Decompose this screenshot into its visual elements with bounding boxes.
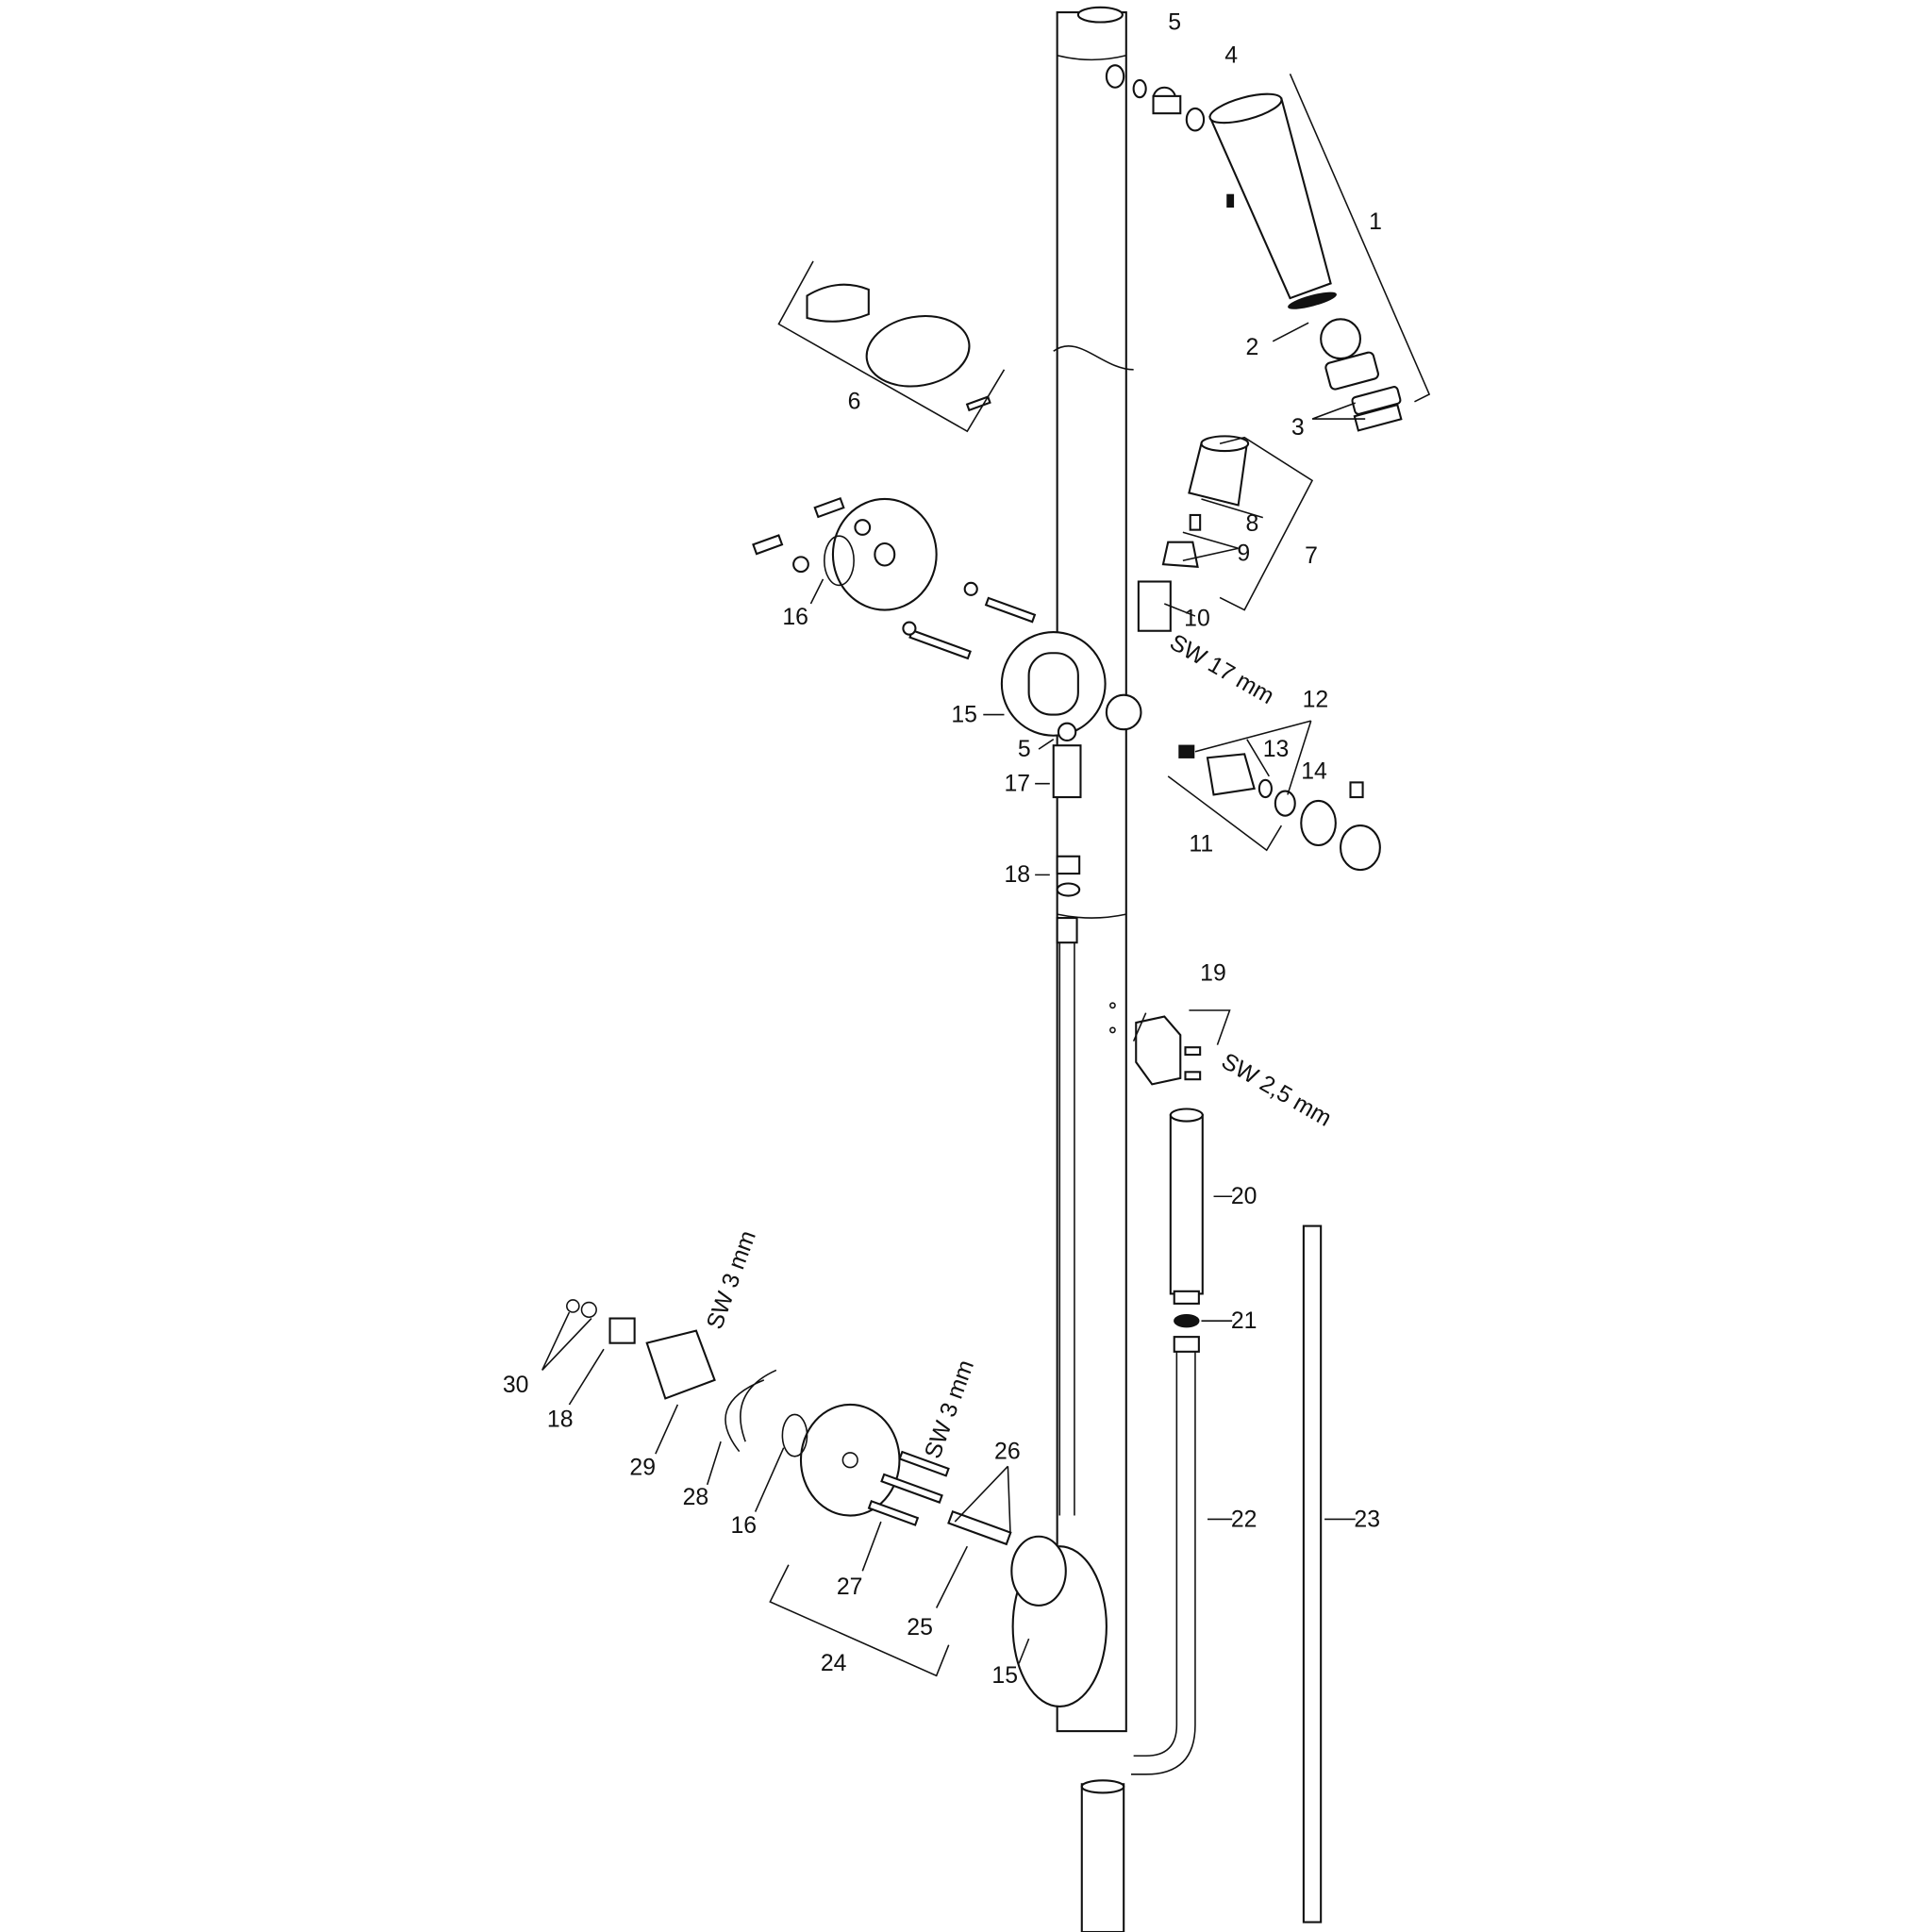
callout-8: 8 xyxy=(1245,511,1258,537)
diverter-assembly xyxy=(1167,744,1381,872)
callout-12: 12 xyxy=(1303,688,1329,713)
callout-5: 5 xyxy=(1168,9,1181,35)
callout-2: 2 xyxy=(1245,335,1258,360)
wall-holder-upper xyxy=(1000,630,1142,897)
callout-28: 28 xyxy=(683,1485,709,1510)
connector-parts-4-5 xyxy=(1132,78,1206,132)
extension-rod xyxy=(1302,1224,1323,1924)
callout-labels: 5 4 1 2 3 6 8 9 7 10 SW 17 mm 16 15 5 12… xyxy=(503,9,1382,1689)
callout-29: 29 xyxy=(629,1455,656,1480)
callout-13: 13 xyxy=(1263,737,1290,762)
note-sw3-right: SW 3 mm xyxy=(921,1357,980,1461)
shower-hose xyxy=(1056,917,1200,1775)
callout-21: 21 xyxy=(1231,1308,1257,1334)
callout-25: 25 xyxy=(907,1615,933,1641)
callout-5-lower: 5 xyxy=(1018,737,1031,762)
callout-3: 3 xyxy=(1291,415,1305,441)
callout-6: 6 xyxy=(848,390,861,415)
callout-1: 1 xyxy=(1369,209,1382,235)
callout-23: 23 xyxy=(1354,1507,1380,1532)
callout-20: 20 xyxy=(1231,1184,1257,1209)
wall-flange-upper xyxy=(752,496,1037,660)
callout-16-upper: 16 xyxy=(782,605,808,630)
note-sw25: SW 2,5 mm xyxy=(1217,1049,1336,1132)
hand-shower-body xyxy=(1208,74,1431,432)
callout-15-lower: 15 xyxy=(991,1663,1018,1689)
callout-4: 4 xyxy=(1224,43,1238,69)
callout-24: 24 xyxy=(821,1651,847,1676)
callout-27: 27 xyxy=(837,1574,863,1600)
wall-holder-lower xyxy=(566,1299,1108,1708)
callout-7: 7 xyxy=(1305,543,1318,569)
callout-9: 9 xyxy=(1237,541,1250,566)
callout-19: 19 xyxy=(1200,961,1226,987)
callout-15-upper: 15 xyxy=(951,702,977,727)
note-sw3-left: SW 3 mm xyxy=(702,1227,761,1332)
leader-lines xyxy=(541,322,1366,1664)
callout-14: 14 xyxy=(1301,758,1327,784)
note-sw17: SW 17 mm xyxy=(1165,630,1278,710)
callout-26: 26 xyxy=(994,1439,1021,1464)
valve-cartridge xyxy=(1137,435,1314,632)
callout-16-lower: 16 xyxy=(731,1513,758,1539)
slider-holder xyxy=(1109,1002,1231,1086)
callout-11: 11 xyxy=(1189,832,1213,858)
soap-dish xyxy=(777,260,1006,433)
hand-shower xyxy=(1169,1108,1204,1328)
callout-17: 17 xyxy=(1004,772,1030,797)
callout-10: 10 xyxy=(1184,607,1210,632)
callout-18-lower: 18 xyxy=(547,1407,574,1432)
rail-bottom-segment xyxy=(1080,1779,1125,1932)
callout-18-upper: 18 xyxy=(1004,862,1030,888)
callout-22: 22 xyxy=(1231,1507,1257,1532)
callout-30: 30 xyxy=(503,1373,529,1398)
